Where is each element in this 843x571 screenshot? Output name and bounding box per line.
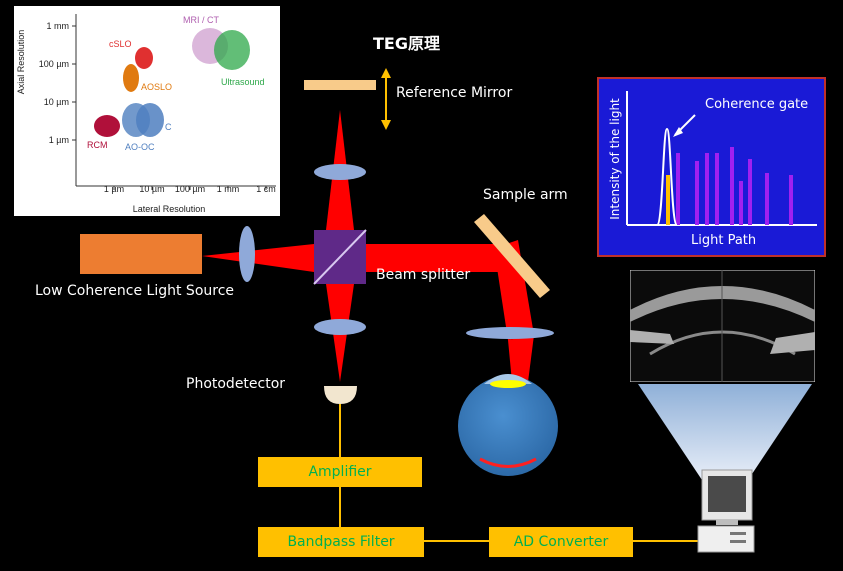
x-tick-10um: 10 µm [139,184,164,194]
eye [458,374,558,476]
reference-mirror [304,80,376,90]
resolution-comparison-chart: 1 mm 100 µm 10 µm 1 µm 1 µm 10 µm 100 µm… [14,6,280,216]
diagram-title: TEG原理 [373,34,440,53]
path-bar-2 [695,161,699,225]
resolution-chart-svg: 1 mm 100 µm 10 µm 1 µm 1 µm 10 µm 100 µm… [16,14,276,214]
y-axis-title: Axial Resolution [16,30,26,95]
beam-splitter-diagonal [313,229,367,285]
x-tick-1mm: 1 mm [217,184,240,194]
aoslo-region [123,64,139,92]
beam-into-eye [508,335,534,382]
y-tick-100um: 100 µm [39,59,69,69]
path-bar-5 [730,147,734,225]
lens-detector [314,319,366,335]
intensity-label: Intensity of the light [608,98,622,220]
retina-arc [479,457,537,468]
x-axis-title: Lateral Resolution [133,204,206,214]
coherence-gate-peak [656,127,678,226]
path-bar-3 [705,153,709,225]
iris-left [630,330,674,344]
lens-reference [314,164,366,180]
cslo-label: cSLO [109,39,132,49]
amplifier-block: Amplifier [258,457,422,487]
y-tick-10um: 10 µm [44,97,69,107]
light-source-label: Low Coherence Light Source [35,283,235,299]
sample-arm-label: Sample arm [483,187,568,203]
x-tick-1um: 1 µm [104,184,124,194]
drive-slot-2 [730,540,746,543]
path-bar-7 [748,159,752,225]
computer-base [697,525,755,553]
path-bar-4 [715,153,719,225]
aooct-c-label: C [165,122,172,132]
x-tick-1cm: 1 cm [256,184,276,194]
mri-ct-label: MRI / CT [183,15,219,25]
bandpass-filter-block: Bandpass Filter [258,527,424,557]
ad-converter-block: AD Converter [489,527,633,557]
reference-mirror-label: Reference Mirror [396,85,513,101]
x-tick-100um: 100 µm [175,184,205,194]
beam-source-to-splitter [202,244,314,272]
beam-splitter-label: Beam splitter [376,267,471,283]
light-source-block [80,234,202,274]
rcm-label: RCM [87,140,108,150]
computer [697,469,755,553]
eye-lens-yellow [490,380,526,388]
cslo-region [135,47,153,69]
ultrasound-label: Ultrasound [221,77,265,87]
path-bar-1 [676,153,680,225]
light-path-label: Light Path [691,233,756,248]
rcm-region [94,115,120,137]
lens-sample [466,327,554,339]
ultrasound-region [214,30,250,70]
aooct-region-2 [136,103,164,137]
oct-scan-image [630,270,815,382]
aooct-label: AO-OC [125,142,155,152]
signal-wires [339,404,700,542]
coherence-chart-svg: Coherence gate Light Path Intensity of t… [608,91,817,248]
coherence-gate-chart: Coherence gate Light Path Intensity of t… [597,77,826,257]
mirror-motion-arrow [381,68,391,130]
aoslo-label: AOSLO [141,82,172,92]
reference-bar-orange [666,175,670,225]
coherence-gate-label: Coherence gate [705,97,808,112]
eyeball [458,376,558,476]
photodetector-label: Photodetector [186,376,286,392]
monitor-stand [716,520,738,525]
path-bar-8 [765,173,769,225]
monitor-screen [708,476,746,512]
drive-slot-1 [730,532,746,535]
gate-pointer-head [673,127,683,137]
iris-right [770,332,815,354]
y-tick-1um: 1 µm [49,135,69,145]
path-bar-6 [739,181,743,225]
y-tick-1mm: 1 mm [47,21,70,31]
path-bar-9 [789,175,793,225]
lens-source [239,226,255,282]
photodetector [324,386,357,404]
beam-sample-down [494,240,534,340]
beam-splitter-to-sample [366,244,506,272]
cornea-layer [630,286,815,322]
sample-mirror [474,214,550,298]
projection-cone [638,384,812,480]
